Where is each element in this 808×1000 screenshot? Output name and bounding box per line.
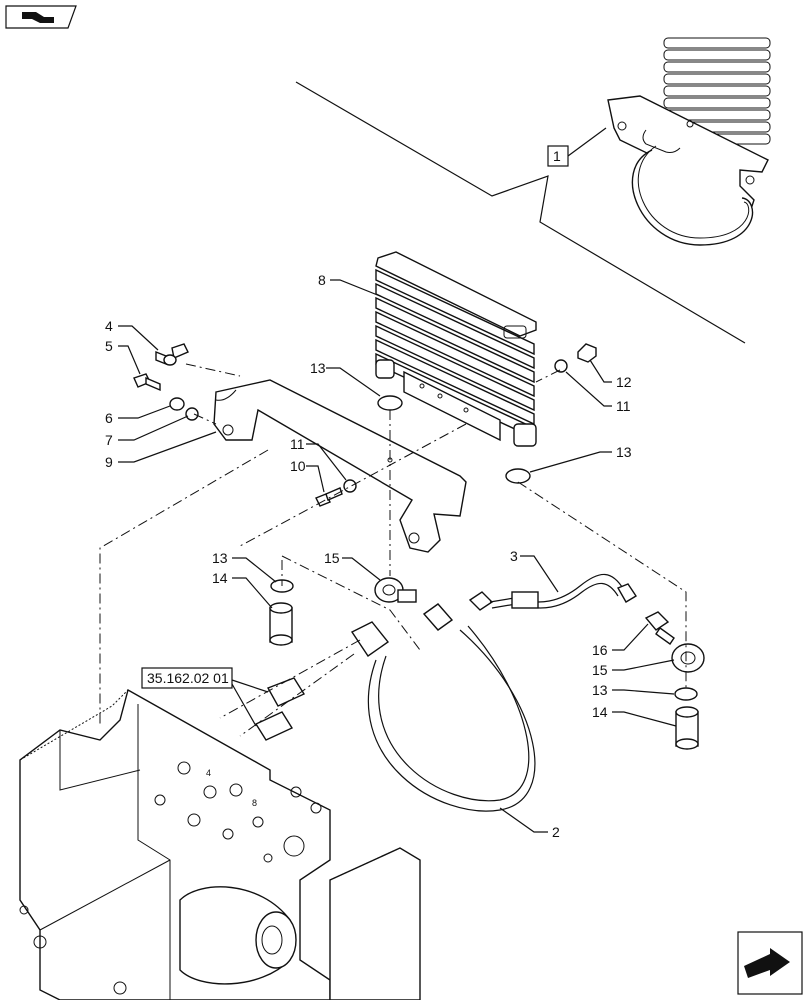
callout-13-c: 13 — [212, 550, 228, 566]
callout-13-a: 13 — [310, 360, 326, 376]
next-page-arrow-icon[interactable] — [737, 931, 803, 995]
view-direction-icon — [5, 5, 77, 29]
callout-8: 8 — [318, 272, 326, 288]
callout-7: 7 — [105, 432, 113, 448]
inset-cooler-assembly — [607, 37, 771, 246]
nut-12 — [577, 343, 597, 363]
callout-16: 16 — [592, 642, 608, 658]
hose-2 — [350, 603, 536, 812]
o-ring-13-d — [674, 687, 698, 701]
callout-4: 4 — [105, 318, 113, 334]
frame-mark-4: 4 — [206, 768, 211, 778]
banjo-fitting-15-a — [374, 577, 417, 603]
callout-14-a: 14 — [212, 570, 228, 586]
oil-cooler — [375, 251, 537, 447]
banjo-bolt-14-a — [269, 602, 293, 646]
banjo-bolt-14-b — [675, 706, 699, 750]
washer-11-left — [343, 479, 357, 493]
callout-15-a: 15 — [324, 550, 340, 566]
inset-boundary-line — [295, 81, 746, 344]
banjo-fitting-15-b — [671, 643, 705, 673]
callout-5: 5 — [105, 338, 113, 354]
washer-11-right — [554, 359, 568, 373]
frame-mark-8: 8 — [252, 798, 257, 808]
reference-text: 35.162.02 01 — [147, 670, 229, 686]
callout-3: 3 — [510, 548, 518, 564]
callout-1: 1 — [547, 127, 607, 167]
callout-11-b: 11 — [616, 398, 631, 414]
callout-10: 10 — [290, 458, 306, 474]
callout-2: 2 — [552, 824, 560, 840]
o-ring-13-a — [377, 395, 403, 411]
assembly-lines — [99, 363, 687, 737]
callout-11-a: 11 — [290, 436, 305, 452]
spacer-7 — [185, 407, 199, 421]
pipe-3 — [468, 573, 637, 611]
callout-12: 12 — [616, 374, 632, 390]
callout-6: 6 — [105, 410, 113, 426]
callout-13-b: 13 — [616, 444, 632, 460]
callout-13-d: 13 — [592, 682, 608, 698]
callout-1-text: 1 — [553, 148, 561, 164]
bolt — [133, 373, 161, 392]
callout-14-b: 14 — [592, 704, 608, 720]
tractor-frame: 4 8 — [19, 688, 421, 1000]
fitting-pair — [254, 677, 306, 741]
leader-lines — [118, 279, 677, 833]
o-ring-13-b — [505, 468, 531, 484]
reference-label: 35.162.02 01 — [141, 667, 269, 727]
washer-6 — [169, 397, 185, 411]
adapter-16 — [644, 611, 675, 645]
wing-nut — [155, 343, 189, 366]
mounting-bracket — [213, 379, 467, 553]
callout-9: 9 — [105, 454, 113, 470]
callout-15-b: 15 — [592, 662, 608, 678]
